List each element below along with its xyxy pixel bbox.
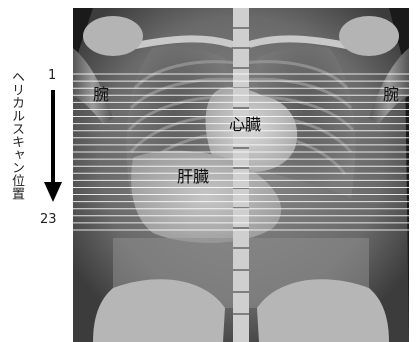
scan-end-number: 23 (40, 212, 57, 227)
label-arm-left: 腕 (93, 81, 109, 105)
left-shoulder (83, 16, 143, 56)
scan-position-caption: ヘリカルスキャン位置 (6, 70, 26, 230)
right-shoulder (339, 16, 399, 56)
scan-start-number: 1 (48, 68, 56, 83)
down-arrow-icon (44, 90, 62, 202)
spine (233, 8, 249, 342)
chest-xray-image: 腕 腕 心臓 肝臓 (73, 8, 409, 342)
label-liver: 肝臓 (177, 163, 209, 187)
label-arm-right: 腕 (383, 81, 399, 105)
label-heart: 心臓 (229, 111, 261, 135)
